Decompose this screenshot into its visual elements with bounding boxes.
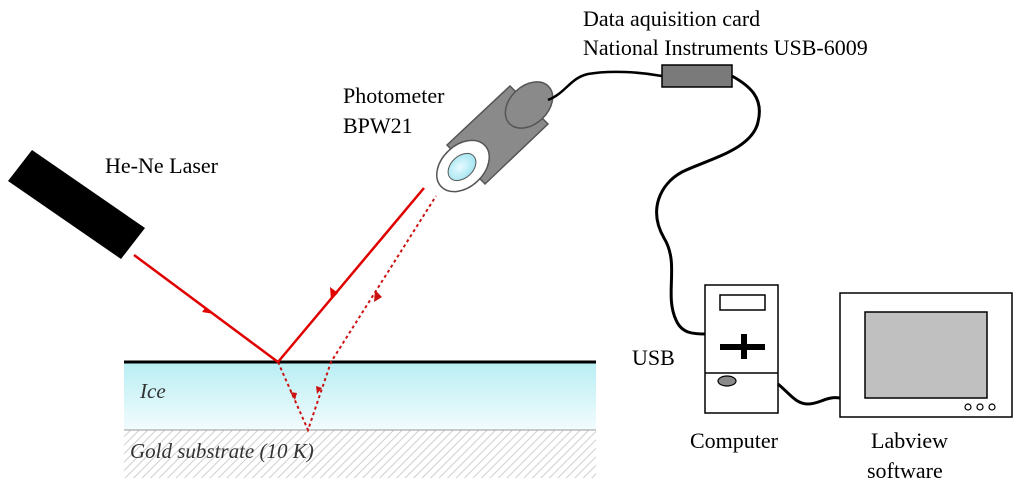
photometer-cable	[547, 70, 663, 102]
ice-layer	[124, 362, 596, 430]
laser-body	[8, 150, 145, 259]
gold-substrate	[124, 430, 596, 478]
computer-label: Computer	[690, 428, 779, 453]
photometer-lens	[447, 152, 477, 182]
usb-label: USB	[632, 345, 675, 370]
incident-beam-arrow	[202, 307, 214, 314]
daq-model-label: National Instruments USB-6009	[583, 35, 868, 60]
labview-label: Labview	[871, 428, 948, 453]
refracted-arrow-up	[316, 386, 322, 394]
gold-substrate-label: Gold substrate (10 K)	[130, 439, 314, 463]
secondary-beam-arrow	[374, 290, 382, 302]
refracted-arrow-down	[290, 392, 297, 400]
photometer-label: Photometer	[343, 83, 445, 108]
usb-cable	[655, 74, 761, 336]
laser-label: He-Ne Laser	[105, 153, 219, 178]
daq-label: Data aquisition card	[583, 6, 760, 31]
photometer	[436, 81, 554, 193]
labview-software-label: software	[867, 458, 943, 483]
ice-label: Ice	[139, 379, 166, 403]
monitor-cable	[777, 382, 841, 406]
reflected-beam	[277, 187, 425, 363]
monitor	[839, 292, 1013, 418]
computer-tower	[704, 284, 779, 414]
monitor-screen	[864, 311, 988, 399]
reflected-beam-arrow	[330, 287, 338, 300]
photometer-model-label: BPW21	[343, 113, 413, 138]
daq-card	[661, 64, 733, 88]
